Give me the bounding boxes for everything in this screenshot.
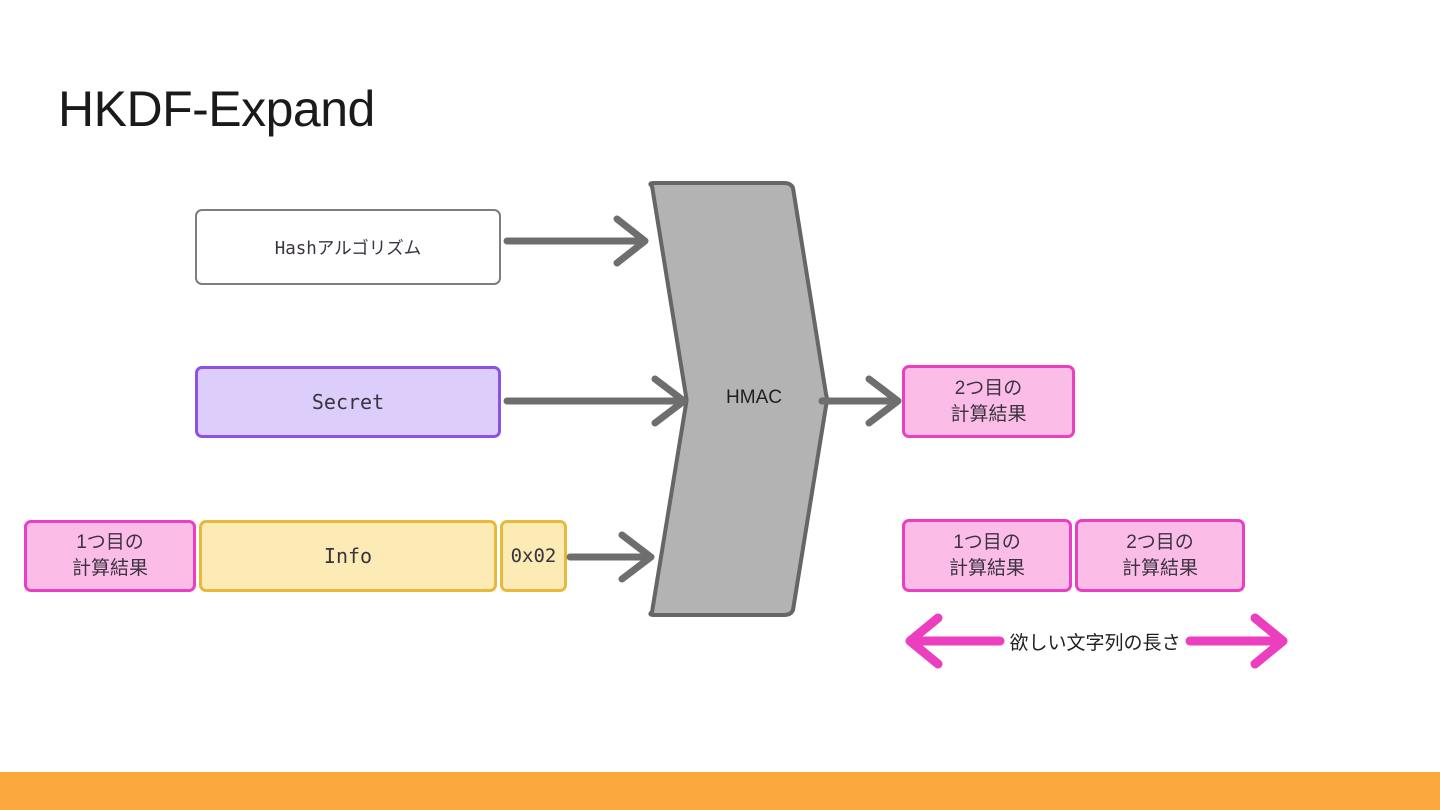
length-annotation-label: 欲しい文字列の長さ xyxy=(1009,633,1181,654)
arrow-hash-to-hmac xyxy=(503,215,649,267)
second-result-box[interactable]: 2つ目の 計算結果 xyxy=(902,365,1075,438)
secret-box[interactable]: Secret xyxy=(195,366,501,438)
hash-algorithm-box[interactable]: Hashアルゴリズム xyxy=(195,209,501,285)
counter-byte-box[interactable]: 0x02 xyxy=(500,520,567,592)
length-arrow-head-right xyxy=(1250,613,1288,669)
hmac-processor-shape: HMAC xyxy=(636,172,846,624)
concatenated-result-box-2[interactable]: 2つ目の 計算結果 xyxy=(1075,519,1245,592)
concatenated-result-label-1: 1つ目の 計算結果 xyxy=(948,531,1025,579)
hmac-polygon-svg xyxy=(648,181,829,617)
concatenated-result-box-1[interactable]: 1つ目の 計算結果 xyxy=(902,519,1072,592)
hmac-shape-path xyxy=(648,181,829,617)
concatenated-result-label-2: 2つ目の 計算結果 xyxy=(1121,531,1198,579)
bottom-accent-bar xyxy=(0,772,1440,810)
info-box[interactable]: Info xyxy=(199,520,497,592)
previous-result-box[interactable]: 1つ目の 計算結果 xyxy=(24,520,196,592)
hash-algorithm-label: Hashアルゴリズム xyxy=(274,238,422,259)
info-label: Info xyxy=(323,544,373,568)
second-result-label: 2つ目の 計算結果 xyxy=(950,377,1027,425)
length-arrow-head-left xyxy=(905,613,943,669)
previous-result-label: 1つ目の 計算結果 xyxy=(71,532,148,579)
secret-label: Secret xyxy=(311,390,385,414)
page-title: HKDF-Expand xyxy=(58,81,375,137)
counter-byte-label: 0x02 xyxy=(510,545,557,567)
